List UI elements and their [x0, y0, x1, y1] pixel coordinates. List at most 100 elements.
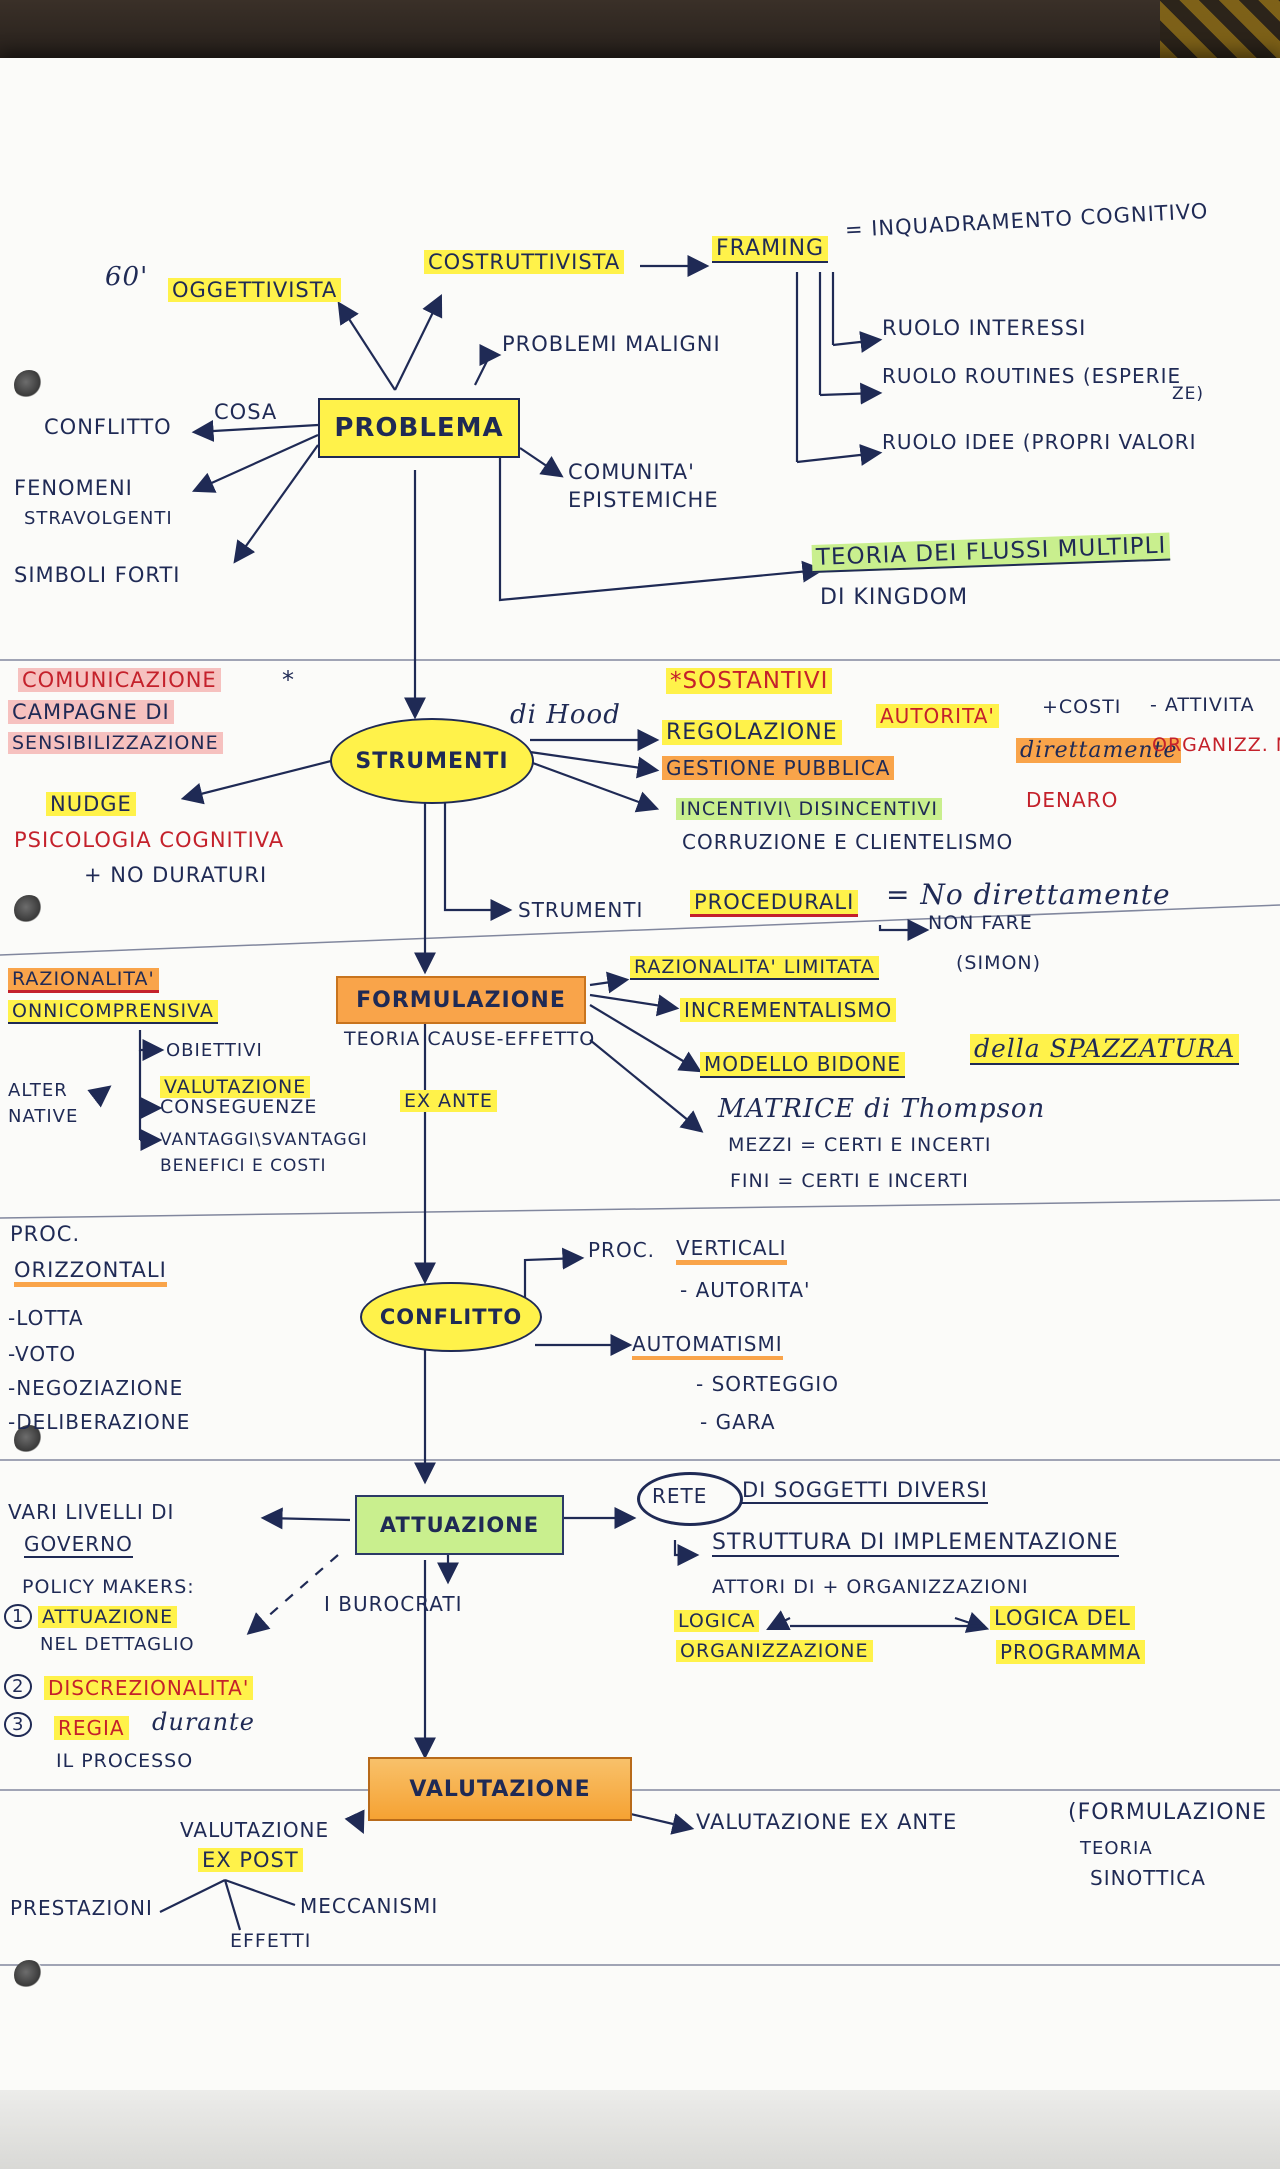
node-strumenti: STRUMENTI: [330, 718, 534, 804]
label-incentivi: INCENTIVI\ DISINCENTIVI: [676, 798, 942, 820]
label-programma: PROGRAMMA: [996, 1640, 1146, 1664]
label-voto: -VOTO: [8, 1342, 77, 1366]
label-il-processo: IL PROCESSO: [56, 1750, 194, 1772]
label-teoria: TEORIA: [1080, 1838, 1153, 1859]
label-nudge: NUDGE: [46, 792, 136, 816]
label-ruolo-interessi: RUOLO INTERESSI: [882, 316, 1087, 340]
label-no-duraturi: + NO DURATURI: [84, 863, 268, 887]
label-rete: RETE: [652, 1484, 708, 1508]
label-formulazione-paren: (FORMULAZIONE: [1068, 1800, 1267, 1825]
label-ruolo-routines-2: ZE): [1172, 384, 1205, 404]
label-organizzazione-logica: ORGANIZZAZIONE: [676, 1640, 873, 1662]
label-mezzi: MEZZI = CERTI e INCERTI: [728, 1134, 992, 1156]
label-gestione: GESTIONE PUBBLICA: [662, 756, 895, 780]
label-num-1: 1: [4, 1604, 33, 1629]
label-no-direttamente: = No direttamente: [886, 878, 1171, 911]
node-problema-label: PROBLEMA: [334, 413, 504, 443]
label-obiettivi: OBIETTIVI: [166, 1040, 263, 1061]
label-campagne: CAMPAGNE di: [8, 700, 174, 724]
label-onnicomprensiva: ONNICOMPRENSIVA: [8, 1000, 218, 1024]
label-kingdom: di KINGDOM: [820, 585, 969, 610]
label-epistemiche: EPISTEMICHE: [568, 488, 719, 512]
label-ex-post: EX POST: [198, 1848, 303, 1872]
binder-hole: [14, 370, 44, 400]
label-automatismi: AUTOMATISMI: [632, 1332, 783, 1360]
desk-pattern: [1160, 0, 1280, 60]
node-formulazione-label: FORMULAZIONE: [356, 987, 566, 1013]
label-razionalita: RAZIONALITA': [8, 968, 159, 993]
label-spazzatura: della SPAZZATURA: [970, 1034, 1240, 1065]
label-attuazione-dettaglio: ATTUAZIONE: [38, 1606, 178, 1628]
label-discrezionalita: DISCREZIONALITA': [44, 1676, 254, 1700]
label-stravolgenti: STRAVOLGENTI: [24, 508, 173, 529]
label-native: NATIVE: [8, 1106, 79, 1127]
binder-hole: [14, 1425, 44, 1455]
label-direttamente: direttamente: [1016, 738, 1182, 763]
label-costruttivista: COSTRUTTIVISTA: [424, 250, 625, 274]
label-fenomeni: FENOMENI: [14, 476, 133, 500]
binder-hole: [14, 1960, 44, 1990]
label-struttura: STRUTTURA di IMPLEMENTAZIONE: [712, 1530, 1119, 1557]
node-problema: PROBLEMA: [318, 398, 520, 458]
label-procedurali: PROCEDURALI: [690, 890, 859, 917]
label-costi: +COSTI: [1042, 696, 1122, 718]
node-attuazione: ATTUAZIONE: [355, 1495, 564, 1555]
label-comunicazione: COMUNICAZIONE: [18, 668, 221, 692]
label-meccanismi: MECCANISMI: [300, 1894, 439, 1918]
label-sensibilizzazione: SENSIBILIZZAZIONE: [8, 732, 223, 754]
label-proc-vert: PROC.: [588, 1238, 656, 1262]
label-star: *: [282, 666, 295, 694]
label-non-fare: NON FARE: [928, 912, 1033, 934]
label-nel-dettaglio: nel DETTAGLIO: [40, 1634, 195, 1655]
label-fini: FINI = CERTI e INCERTI: [730, 1170, 969, 1192]
label-teoria-cause: TEORIA CAUSE-EFFETTO: [344, 1028, 596, 1050]
label-logica-del: LOGICA del: [990, 1606, 1135, 1630]
label-oggettivista: OGGETTIVISTA: [168, 278, 342, 302]
label-proc-orizz: PROC.: [10, 1222, 81, 1246]
label-verticali: VERTICALI: [676, 1236, 787, 1265]
label-ruolo-routines: RUOLO ROUTINES (ESPERIE: [882, 364, 1182, 388]
label-conflitto-top: CONFLITTO: [44, 415, 172, 439]
label-valutazione-ex-ante: VALUTAZIONE EX ANTE: [696, 1810, 958, 1834]
label-valutazione-form: VALUTAZIONE: [160, 1076, 311, 1098]
label-valutazione-ex-post: VALUTAZIONE: [180, 1818, 330, 1842]
label-problemi-maligni: PROBLEMI MALIGNI: [502, 332, 721, 356]
label-simboli-forti: SIMBOLI FORTI: [14, 563, 181, 587]
label-incrementalismo: INCREMENTALISMO: [680, 998, 897, 1022]
label-sixties: 60': [105, 262, 149, 292]
label-deliberazione: -DELIBERAZIONE: [8, 1410, 191, 1434]
label-benefici: BENEFICI e COSTI: [160, 1156, 327, 1176]
label-num-3: 3: [4, 1712, 33, 1737]
label-denaro: DENARO: [1026, 788, 1119, 812]
label-sorteggio: - SORTEGGIO: [696, 1372, 839, 1396]
label-di-hood: di Hood: [510, 700, 621, 730]
label-policy-makers: POLICY MAKERS:: [22, 1576, 195, 1598]
node-formulazione: FORMULAZIONE: [336, 976, 586, 1024]
label-orizzontali: ORIZZONTALI: [14, 1258, 167, 1287]
label-autorita-conf: - AUTORITA': [680, 1278, 811, 1302]
label-vari-livelli: VARI LIVELLI di: [8, 1500, 175, 1524]
label-comunita: COMUNITA': [568, 460, 695, 484]
node-conflitto: CONFLITTO: [360, 1282, 542, 1352]
label-autorita: AUTORITA': [876, 704, 999, 728]
label-ex-ante-form: EX ANTE: [400, 1090, 497, 1112]
label-matrice: MATRICE di Thompson: [718, 1094, 1046, 1124]
rete-circle: [637, 1472, 743, 1526]
label-negoziazione: -NEGOZIAZIONE: [8, 1376, 184, 1400]
label-attori: ATTORI di + ORGANIZZAZIONI: [712, 1576, 1029, 1598]
label-ruolo-idee: RUOLO IDEE (PROPRI VALORI: [882, 430, 1197, 454]
label-strumenti-proc: STRUMENTI: [518, 898, 644, 922]
node-valutazione: VALUTAZIONE: [368, 1757, 632, 1821]
label-regia: REGIA: [54, 1716, 129, 1740]
label-alter: ALTER: [8, 1080, 68, 1101]
label-gara: - GARA: [700, 1410, 776, 1434]
label-organizzazione: ORGANIZZ. NE: [1152, 734, 1280, 756]
label-simon: (SIMON): [956, 952, 1042, 974]
label-governo: GOVERNO: [24, 1532, 133, 1558]
label-sostantivi: *SOSTANTIVI: [666, 668, 833, 694]
label-soggetti: di SOGGETTI DIVERSI: [742, 1478, 988, 1504]
label-psicologia: PSICOLOGIA COGNITIVA: [14, 828, 285, 852]
label-num-2: 2: [4, 1674, 33, 1699]
label-limitata: RAZIONALITA' LIMITATA: [630, 956, 879, 980]
label-durante: durante: [152, 1708, 255, 1736]
